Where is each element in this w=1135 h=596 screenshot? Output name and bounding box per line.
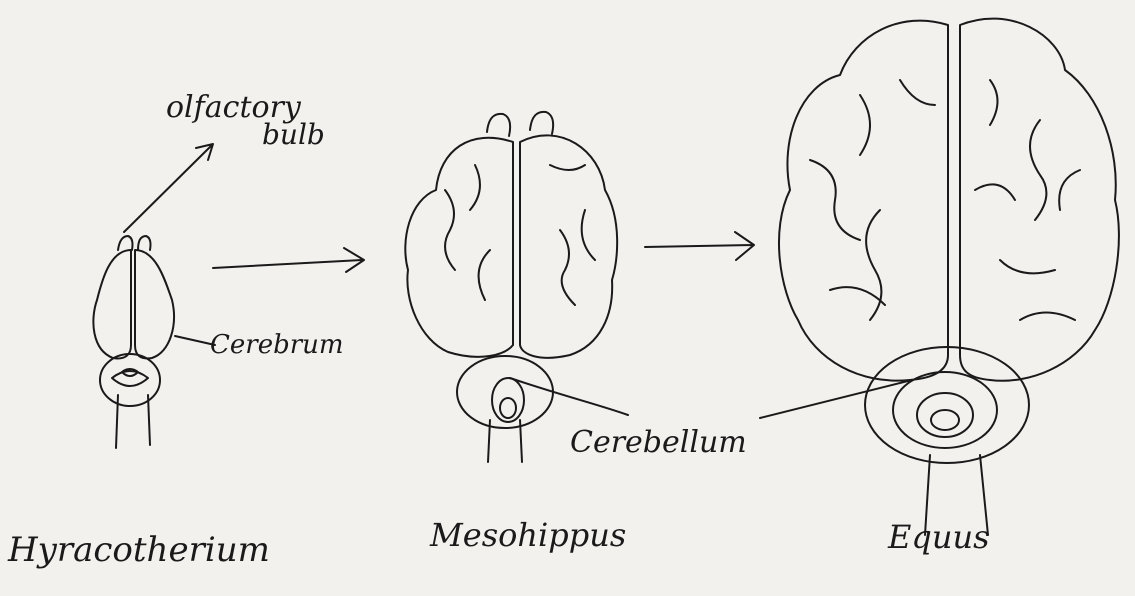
hyracotherium-cerebellum	[100, 354, 160, 406]
hyracotherium-olfactory-bulb-right	[138, 236, 151, 250]
evolution-arrow-2	[645, 232, 754, 260]
taxon-label-hyracotherium: Hyracotherium	[8, 530, 270, 570]
cerebellum-label: Cerebellum	[570, 425, 747, 460]
mesohippus-brain	[405, 112, 617, 462]
equus-left-hemisphere	[779, 21, 948, 381]
mesohippus-left-hemisphere	[405, 138, 513, 357]
equus-right-hemisphere	[960, 19, 1119, 381]
mesohippus-olfactory-bulb-right	[530, 112, 553, 134]
olfactory-label-line2: bulb	[262, 118, 325, 151]
taxon-label-equus: Equus	[888, 518, 989, 556]
hyracotherium-brain	[93, 236, 174, 448]
mesohippus-olfactory-bulb-left	[487, 114, 510, 136]
olfactory-pointer-arrow	[124, 144, 213, 232]
equus-brain	[779, 19, 1119, 535]
equus-cerebellum	[865, 347, 1029, 463]
hyracotherium-right-hemisphere	[135, 250, 174, 358]
cerebellum-pointer-mesohippus	[510, 378, 628, 415]
cerebrum-pointer-line	[175, 336, 215, 345]
cerebellum-pointer-equus	[760, 380, 912, 418]
taxon-label-mesohippus: Mesohippus	[430, 516, 626, 554]
cerebrum-label: Cerebrum	[210, 330, 344, 360]
evolution-arrow-1	[213, 248, 364, 272]
hyracotherium-left-hemisphere	[93, 250, 131, 358]
hyracotherium-olfactory-bulb-left	[118, 236, 133, 250]
